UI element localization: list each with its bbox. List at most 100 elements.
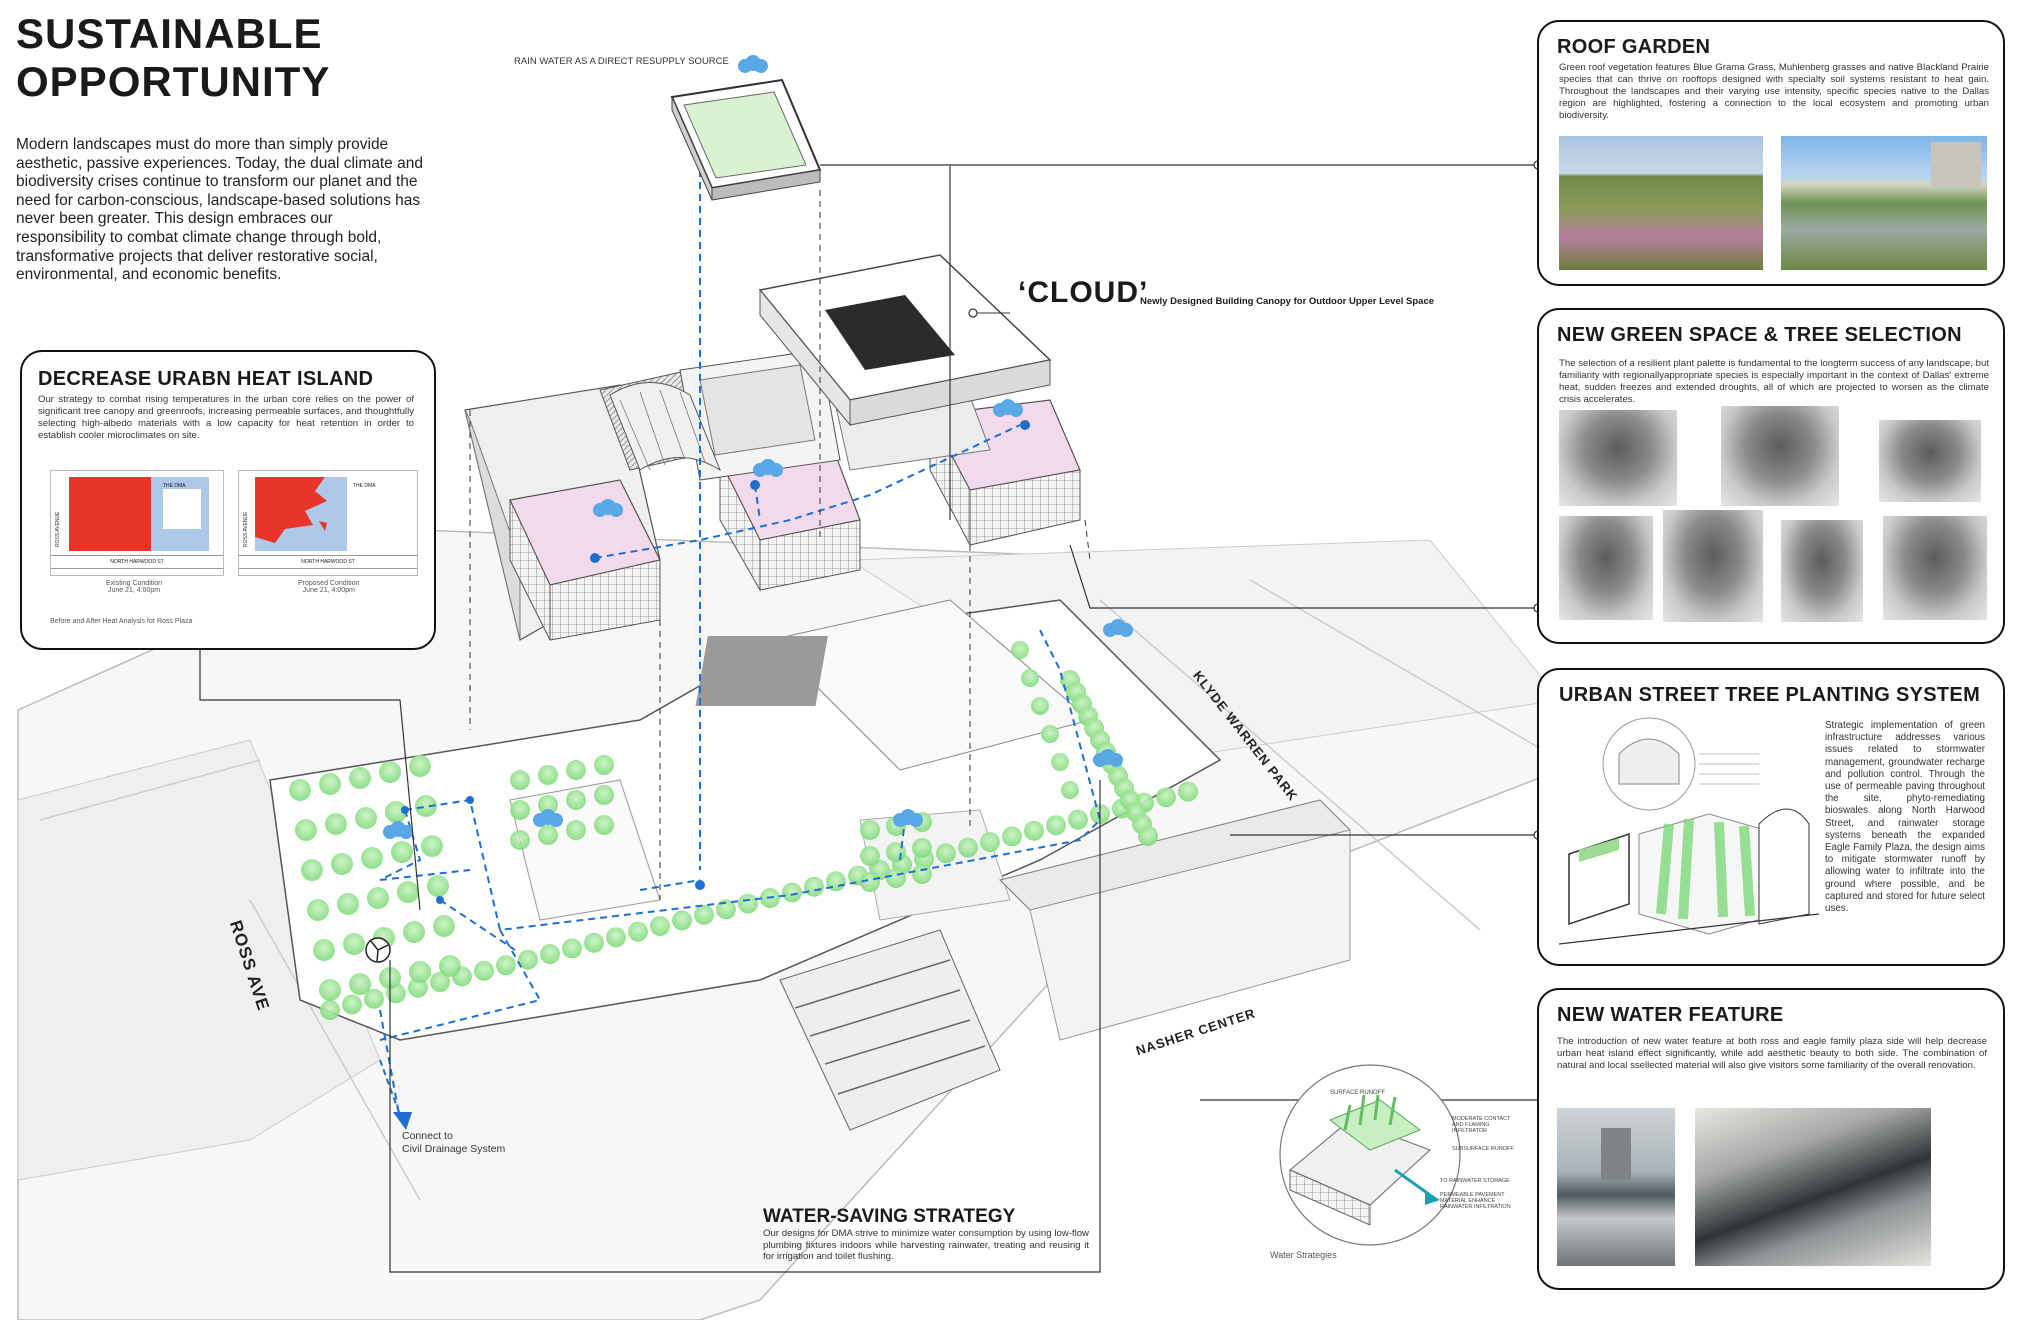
street-tree-body: Strategic implementation of green infras… (1825, 720, 1985, 915)
tree-photo (1781, 520, 1863, 622)
drainage-callout: Connect to Civil Drainage System (402, 1130, 505, 1156)
heat-zone-existing (69, 477, 151, 551)
tree-canopy (367, 887, 389, 909)
title-line-2: OPPORTUNITY (16, 58, 331, 105)
tree-canopy (1024, 820, 1044, 841)
tree-canopy (672, 910, 692, 931)
tree-canopy (313, 939, 335, 961)
tree-photo (1559, 516, 1653, 620)
rain-cloud-icon (1103, 619, 1133, 637)
heat-island-title: DECREASE URABN HEAT ISLAND (38, 368, 374, 390)
tree-canopy (538, 825, 558, 845)
rainwater-callout: RAIN WATER AS A DIRECT RESUPPLY SOURCE (514, 56, 729, 67)
tree-photo (1559, 410, 1677, 506)
tree-canopy (886, 868, 906, 888)
tree-canopy (510, 830, 530, 850)
tree-canopy (319, 979, 341, 1001)
tree-canopy (510, 800, 530, 820)
cloud-callout-title: ‘CLOUD’ (1018, 276, 1149, 309)
water-feature-photo-2 (1695, 1108, 1931, 1266)
map-street-left: NORTH HARWOOD ST (51, 555, 223, 569)
water-label-storage: TO RAINWATER STORAGE (1440, 1178, 1510, 1184)
tree-canopy (427, 875, 449, 897)
street-tree-title: URBAN STREET TREE PLANTING SYSTEM (1559, 684, 1981, 706)
tree-canopy (409, 755, 431, 777)
tree-canopy (936, 843, 956, 864)
tree-canopy (1138, 826, 1158, 846)
tree-canopy (409, 961, 431, 983)
tree-canopy (364, 988, 384, 1009)
tree-canopy (694, 904, 714, 925)
tree-canopy (538, 795, 558, 815)
tree-canopy (391, 841, 413, 863)
tree-canopy (980, 832, 1000, 852)
roof-garden-photo-2 (1781, 136, 1987, 270)
street-tree-section-diagram (1559, 717, 1819, 945)
water-feature-photo-1 (1557, 1108, 1675, 1266)
card-roof-garden: ROOF GARDEN Green roof vegetation featur… (1537, 20, 2005, 286)
rain-cloud-icon (383, 821, 413, 839)
tree-canopy (319, 773, 341, 795)
tree-canopy (886, 842, 906, 862)
tree-canopy (594, 815, 614, 835)
water-label-permeable: PERMEABLE PAVEMENT MATERIAL ENHANCE RAIN… (1440, 1192, 1511, 1210)
tree-canopy (307, 899, 329, 921)
water-feature-body: The introduction of new water feature at… (1557, 1036, 1987, 1071)
tree-canopy (403, 921, 425, 943)
caption-existing: Existing Condition June 21, 4:00pm (106, 580, 162, 594)
tree-canopy (301, 859, 323, 881)
tree-canopy (1068, 809, 1088, 830)
card-heat-island: DECREASE URABN HEAT ISLAND Our strategy … (20, 350, 436, 650)
tree-canopy (1051, 753, 1069, 771)
tree-canopy (474, 960, 494, 981)
tree-canopy (1021, 669, 1039, 687)
caption-proposed-line-2: June 21, 4:00pm (302, 587, 355, 594)
rain-cloud-icon (738, 55, 768, 73)
tree-canopy (1178, 781, 1198, 802)
card-green-space: NEW GREEN SPACE & TREE SELECTION The sel… (1537, 308, 2005, 644)
tree-canopy (355, 807, 377, 829)
tree-canopy (361, 847, 383, 869)
tree-canopy (804, 876, 824, 897)
tree-canopy (538, 765, 558, 785)
tree-canopy (860, 872, 880, 892)
tree-canopy (738, 893, 758, 914)
tree-canopy (289, 779, 311, 801)
heat-map-existing: ROSS AVENUE THE DMA NORTH HARWOOD ST (50, 470, 224, 576)
water-label-surface: SURFACE RUNOFF (1330, 1090, 1386, 1096)
green-space-body: The selection of a resilient plant palet… (1559, 358, 1989, 405)
heat-island-footnote: Before and After Heat Analysis for Ross … (50, 618, 193, 625)
tree-photo (1721, 406, 1839, 506)
tree-canopy (349, 973, 371, 995)
tree-photo (1883, 516, 1987, 620)
tree-canopy (496, 955, 516, 976)
map-street-right: NORTH HARWOOD ST (239, 555, 417, 569)
drainage-line-1: Connect to (402, 1130, 453, 1142)
tree-canopy (1046, 815, 1066, 836)
tree-canopy (650, 916, 670, 936)
tree-canopy (342, 994, 362, 1015)
tree-canopy (430, 972, 450, 992)
cloud-callout-marker (968, 308, 978, 318)
green-space-title: NEW GREEN SPACE & TREE SELECTION (1557, 324, 1962, 346)
vaulted-roof (609, 382, 722, 472)
tree-canopy (584, 932, 604, 953)
tree-canopy (782, 882, 802, 903)
tree-canopy (566, 790, 586, 810)
wind-turbine-icon (365, 937, 391, 963)
rain-cloud-icon (893, 809, 923, 827)
tree-canopy (349, 767, 371, 789)
tree-canopy (433, 915, 455, 937)
dma-footprint-proposed (351, 489, 391, 529)
photo-tower (1601, 1128, 1631, 1180)
tree-canopy (1061, 781, 1079, 799)
tree-canopy (397, 881, 419, 903)
caption-proposed-line-1: Proposed Condition (298, 580, 360, 587)
water-feature-title: NEW WATER FEATURE (1557, 1004, 1784, 1026)
tree-canopy (1011, 641, 1029, 659)
tree-canopy (628, 921, 648, 942)
roof-garden-body: Green roof vegetation features Blue Gram… (1559, 62, 1989, 121)
card-street-tree: URBAN STREET TREE PLANTING SYSTEM Strate… (1537, 668, 2005, 966)
tree-canopy (606, 927, 626, 948)
